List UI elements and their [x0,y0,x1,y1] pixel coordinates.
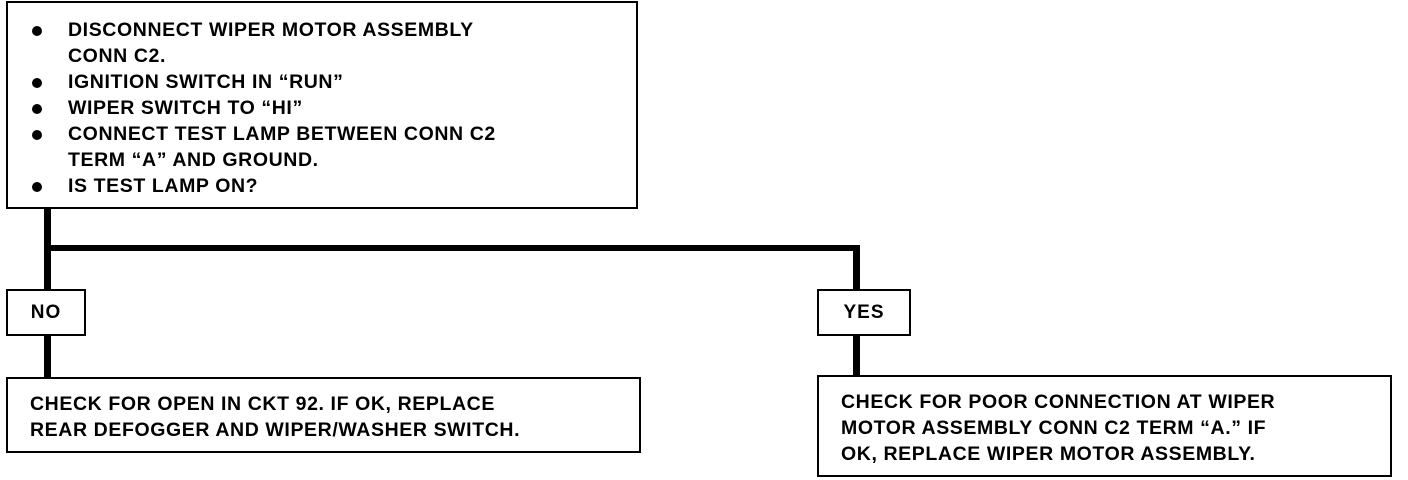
question-item: CONNECT TEST LAMP BETWEEN CONN C2 TERM “A… [28,121,626,173]
yes-result-box: CHECK FOR POOR CONNECTION AT WIPER MOTOR… [817,375,1392,477]
question-item-line: CONNECT TEST LAMP BETWEEN CONN C2 [68,123,496,145]
connector-yes-result [853,335,860,376]
bullet-icon [32,130,42,140]
yes-label: YES [843,301,885,323]
question-item-line: IS TEST LAMP ON? [68,175,259,197]
question-item: DISCONNECT WIPER MOTOR ASSEMBLY CONN C2. [28,17,626,69]
question-item: WIPER SWITCH TO “HI” [28,95,626,121]
question-box: DISCONNECT WIPER MOTOR ASSEMBLY CONN C2. I… [6,1,638,209]
question-item-line: TERM “A” AND GROUND. [68,149,319,171]
question-item-line: WIPER SWITCH TO “HI” [68,97,303,119]
yes-result-line: OK, REPLACE WIPER MOTOR ASSEMBLY. [841,443,1256,465]
question-item: IGNITION SWITCH IN “RUN” [28,69,626,95]
connector-horizontal [44,245,860,251]
bullet-icon [32,26,42,36]
question-item-line: CONN C2. [68,45,166,67]
question-item-line: DISCONNECT WIPER MOTOR ASSEMBLY [68,19,474,41]
yes-result-line: CHECK FOR POOR CONNECTION AT WIPER [841,391,1276,413]
no-result-box: CHECK FOR OPEN IN CKT 92. IF OK, REPLACE… [6,377,641,453]
question-item-line: IGNITION SWITCH IN “RUN” [68,71,344,93]
yes-result-line: MOTOR ASSEMBLY CONN C2 TERM “A.” IF [841,417,1267,439]
yes-label-box: YES [817,289,911,336]
no-result-line: REAR DEFOGGER AND WIPER/WASHER SWITCH. [30,419,521,441]
question-list: DISCONNECT WIPER MOTOR ASSEMBLY CONN C2. I… [28,17,626,199]
no-label: NO [30,301,62,323]
no-label-box: NO [6,289,86,336]
bullet-icon [32,78,42,88]
bullet-icon [32,182,42,192]
question-item: IS TEST LAMP ON? [28,173,626,199]
bullet-icon [32,104,42,114]
no-result-line: CHECK FOR OPEN IN CKT 92. IF OK, REPLACE [30,393,495,415]
connector-yes-down [853,245,860,290]
connector-no-result [44,335,51,378]
